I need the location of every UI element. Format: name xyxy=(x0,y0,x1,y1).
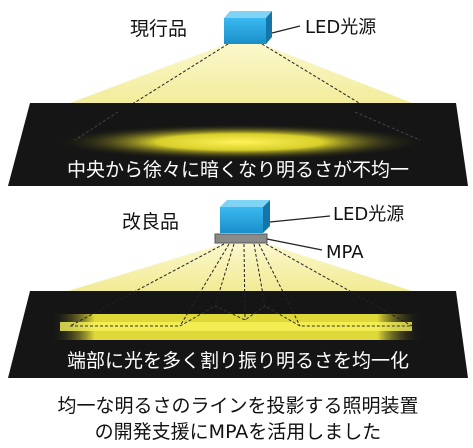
top-source-label: LED光源 xyxy=(305,17,376,38)
mpa-label: MPA xyxy=(326,242,364,263)
bottom-beam-splits xyxy=(69,243,413,327)
bottom-caption: 端部に光を多く割り振り明るさを均一化 xyxy=(67,350,409,372)
top-light-beam xyxy=(70,44,412,103)
mpa-plate xyxy=(214,233,268,244)
top-surface-edge-right xyxy=(354,111,421,141)
bottom-light-beam xyxy=(68,244,412,291)
bottom-led-cube xyxy=(220,200,270,233)
bottom-source-leader xyxy=(269,215,331,223)
footer-line-2: の開発支援にMPAを活用しました xyxy=(95,421,382,443)
top-light-glow xyxy=(55,124,425,160)
top-beam-edge-right xyxy=(261,43,421,141)
top-panel: 現行品 LED光源 中央から徐々に暗くなり明るさが不均一 xyxy=(8,11,468,186)
footer-line-1: 均一な明るさのラインを投影する照明装置 xyxy=(57,395,418,417)
bottom-panel: 改良品 LED光源 MPA 端部に光を多く割り振り明るさを均一化 xyxy=(8,200,468,378)
mpa-leader xyxy=(266,238,323,251)
top-surface-edge-left xyxy=(74,111,119,141)
top-caption: 中央から徐々に暗くなり明るさが不均一 xyxy=(67,159,409,181)
top-product-label: 現行品 xyxy=(130,18,187,40)
top-source-leader xyxy=(271,25,301,34)
top-led-cube xyxy=(224,11,272,44)
bottom-segment-line xyxy=(70,305,412,327)
bottom-product-label: 改良品 xyxy=(122,211,179,233)
bottom-source-label: LED光源 xyxy=(333,204,404,225)
